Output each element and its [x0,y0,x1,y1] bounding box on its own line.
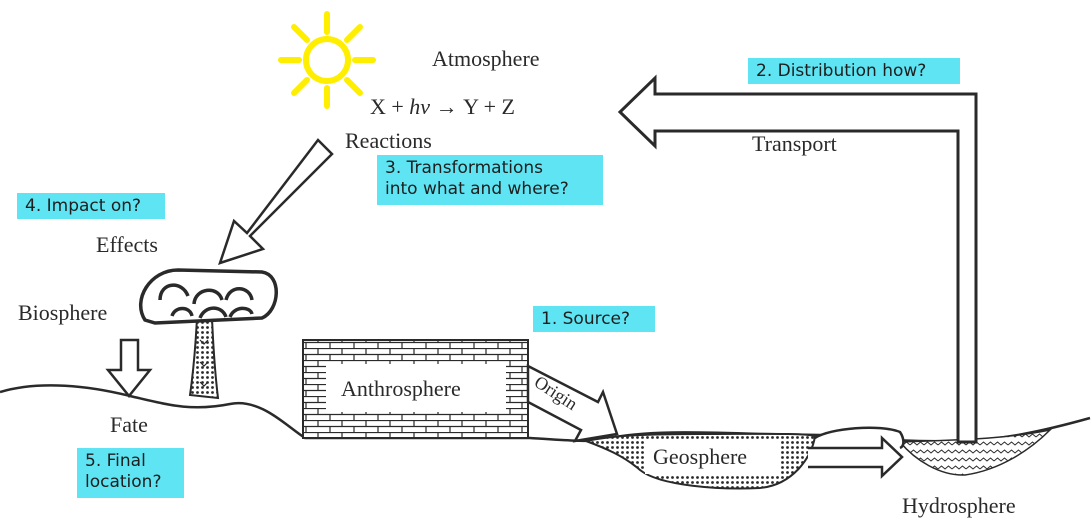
origin-arrow [526,363,619,443]
brick-wall-icon [302,339,529,439]
hydrosphere-label: Hydrosphere [902,493,1016,518]
question-transformations: 3. Transformations into what and where? [377,155,603,205]
tree-icon [139,268,278,400]
reaction-equation: X + hν → Y + Z [370,94,515,119]
geosphere-label: Geosphere [653,444,747,469]
anthrosphere-label: Anthrosphere [341,376,461,401]
reactions-arrow [218,138,334,265]
question-distribution: 2. Distribution how? [748,58,960,84]
fate-label: Fate [110,412,148,437]
question-source: 1. Source? [533,306,655,332]
fate-arrow [105,338,153,398]
effects-label: Effects [96,232,158,257]
question-final-location: 5. Final location? [77,448,184,498]
transport-arrow [617,74,978,444]
atmosphere-label: Atmosphere [432,46,540,71]
sun-icon [278,11,376,109]
biosphere-label: Biosphere [18,300,107,325]
reactions-label: Reactions [345,128,432,153]
question-impact: 4. Impact on? [17,193,165,219]
geosphere-to-hydrosphere-arrow [808,435,904,479]
transport-label: Transport [752,131,837,156]
